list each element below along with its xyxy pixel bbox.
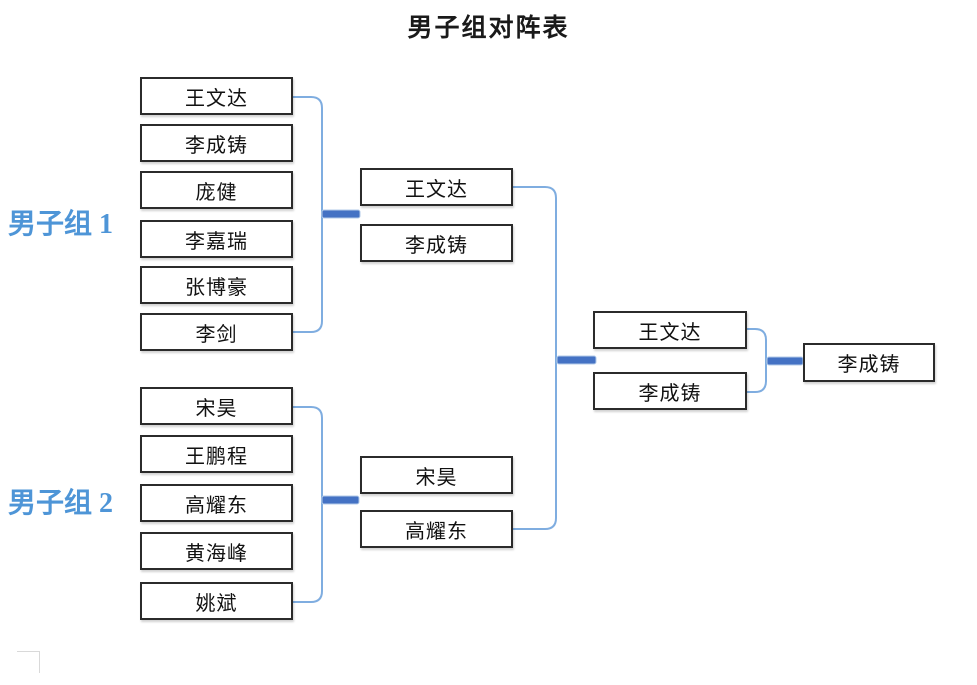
group1-advance-bar: [321, 209, 361, 219]
player-box-group1-4: 李嘉瑞: [140, 220, 293, 258]
corner-mark: [17, 651, 40, 673]
player-box-group2-1: 宋昊: [140, 387, 293, 425]
player-box-group1-1: 王文达: [140, 77, 293, 115]
final-box-finalist1: 王文达: [593, 311, 747, 349]
semifinal-bracket-line: [512, 186, 557, 530]
group2-advance-bar: [321, 495, 360, 505]
final-advance-bar: [766, 356, 804, 366]
semifinal-advance-bar: [556, 355, 597, 365]
round2-box-group2-winner2: 高耀东: [360, 510, 513, 548]
player-box-group1-5: 张博豪: [140, 266, 293, 304]
final-box-finalist2: 李成铸: [593, 372, 747, 410]
champion-box: 李成铸: [803, 343, 935, 382]
group1-label: 男子组 1: [8, 209, 114, 240]
final-bracket-line: [746, 328, 767, 393]
group2-label: 男子组 2: [8, 488, 114, 519]
player-box-group2-3: 高耀东: [140, 484, 293, 522]
page-title: 男子组对阵表: [407, 15, 570, 42]
round2-box-group1-winner2: 李成铸: [360, 224, 513, 262]
group1-bracket-line: [292, 96, 323, 333]
player-box-group1-2: 李成铸: [140, 124, 293, 162]
player-box-group2-4: 黄海峰: [140, 532, 293, 570]
group2-bracket-line: [292, 406, 323, 603]
round2-box-group1-winner1: 王文达: [360, 168, 513, 206]
player-box-group2-5: 姚斌: [140, 582, 293, 620]
player-box-group1-3: 庞健: [140, 171, 293, 209]
player-box-group2-2: 王鹏程: [140, 435, 293, 473]
round2-box-group2-winner1: 宋昊: [360, 456, 513, 494]
player-box-group1-6: 李剑: [140, 313, 293, 351]
